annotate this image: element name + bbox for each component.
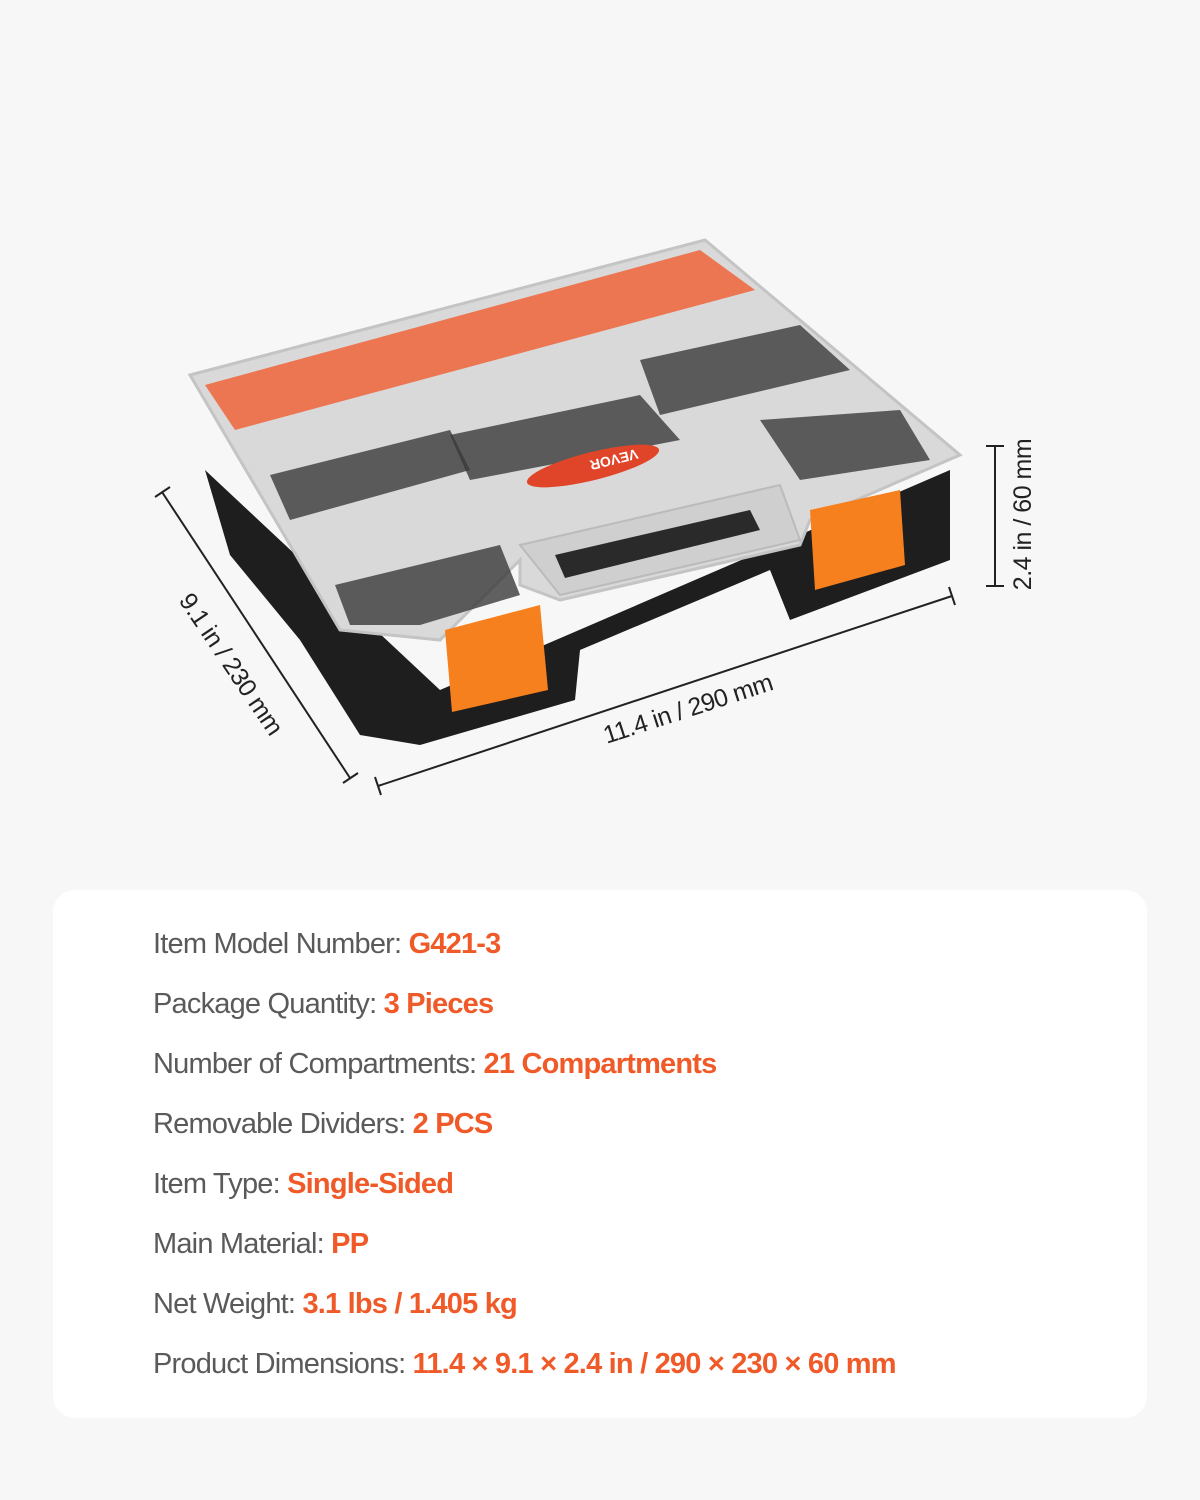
spec-label: Removable Dividers: <box>153 1108 413 1140</box>
spec-row-dividers: Removable Dividers: 2 PCS <box>153 1108 494 1141</box>
compartment-dark <box>760 410 930 480</box>
spec-value: 11.4 × 9.1 × 2.4 in / 290 × 230 × 60 mm <box>412 1348 897 1380</box>
latch-left[interactable] <box>445 605 548 712</box>
spec-row-material: Main Material: PP <box>153 1228 369 1261</box>
spec-value: 21 Compartments <box>483 1048 718 1080</box>
spec-value: PP <box>331 1228 369 1260</box>
handle-opening <box>555 510 760 578</box>
spec-label: Main Material: <box>153 1228 332 1260</box>
compartment-dark <box>335 545 520 625</box>
spec-row-type: Item Type: Single-Sided <box>153 1168 454 1201</box>
spec-label: Item Model Number: <box>153 928 409 960</box>
spec-label: Net Weight: <box>153 1288 303 1320</box>
spec-row-model: Item Model Number: G421-3 <box>153 928 501 961</box>
spec-value: 3.1 lbs / 1.405 kg <box>302 1288 517 1320</box>
compartment-dark <box>450 395 680 480</box>
specifications-card: Item Model Number: G421-3 Package Quanti… <box>53 890 1147 1418</box>
height-dimension-label: 2.4 in / 60 mm <box>1009 438 1038 591</box>
dimension-lines <box>154 445 1004 796</box>
compartment-orange <box>205 250 755 430</box>
organizer-box-illustration: VEVOR <box>154 238 1004 796</box>
spec-value: Single-Sided <box>287 1168 454 1200</box>
product-image: VEVOR 9.1 in / 230 mm 11.4 in / 290 mm 2… <box>154 238 1038 796</box>
spec-row-weight: Net Weight: 3.1 lbs / 1.405 kg <box>153 1288 518 1321</box>
spec-row-quantity: Package Quantity: 3 Pieces <box>153 988 495 1021</box>
spec-row-dimensions: Product Dimensions: 11.4 × 9.1 × 2.4 in … <box>153 1348 897 1381</box>
spec-value: G421-3 <box>408 928 502 960</box>
spec-row-compartments: Number of Compartments: 21 Compartments <box>153 1048 717 1081</box>
compartment-dark <box>270 430 470 520</box>
spec-label: Number of Compartments: <box>153 1048 484 1080</box>
spec-label: Item Type: <box>153 1168 288 1200</box>
spec-value: 3 Pieces <box>383 988 495 1020</box>
box-base <box>205 470 950 745</box>
latch-right[interactable] <box>810 490 905 590</box>
spec-label: Product Dimensions: <box>153 1348 413 1380</box>
spec-value: 2 PCS <box>412 1108 494 1140</box>
spec-label: Package Quantity: <box>153 988 384 1020</box>
compartment-dark <box>640 325 850 415</box>
